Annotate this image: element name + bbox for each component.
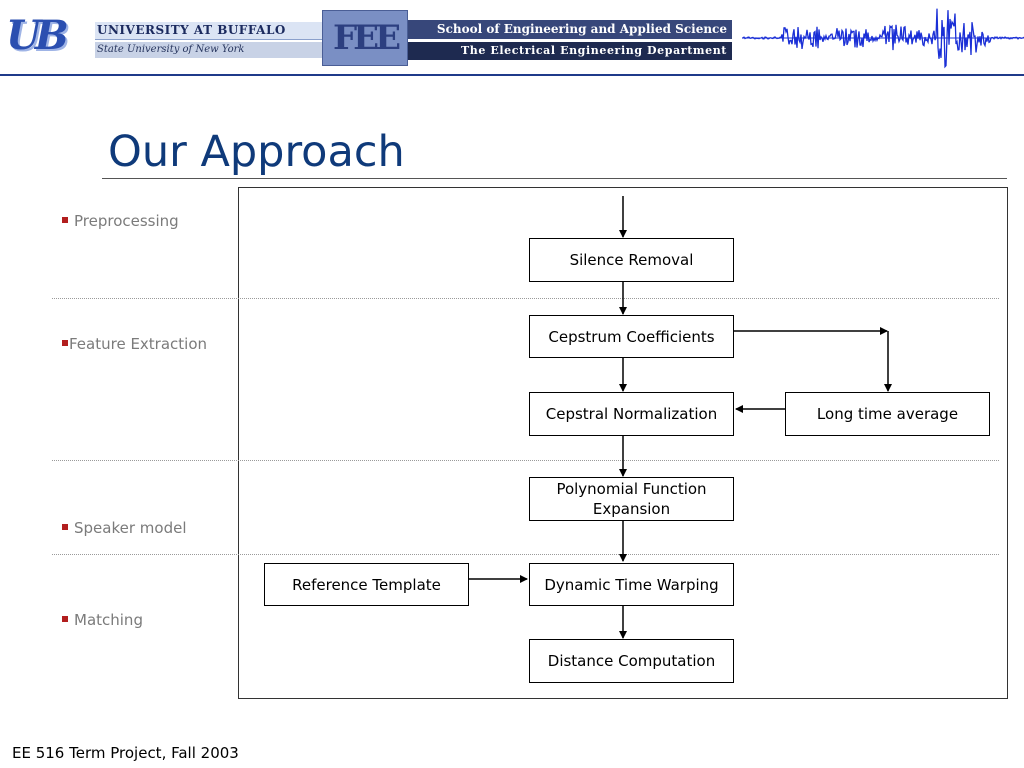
title-underline (102, 178, 1007, 179)
box-cepstral-normalization: Cepstral Normalization (529, 392, 734, 436)
department-name-bar: The Electrical Engineering Department (408, 42, 732, 60)
header-rule (0, 74, 1024, 76)
department-name: The Electrical Engineering Department (460, 44, 727, 57)
bullet-speaker-model: Speaker model (62, 518, 187, 538)
diagram-frame (238, 187, 1008, 699)
bullet-label: Feature Extraction (69, 335, 208, 353)
bullet-matching: Matching (62, 610, 143, 630)
bullet-preprocessing: Preprocessing (62, 211, 179, 231)
box-long-time-average: Long time average (785, 392, 990, 436)
university-subtitle: State University of New York (97, 44, 245, 55)
section-divider (52, 460, 999, 461)
section-divider (52, 554, 999, 555)
university-name-bar: UNIVERSITY AT BUFFALO (95, 22, 330, 40)
box-silence-removal: Silence Removal (529, 238, 734, 282)
box-polynomial-function-expansion: Polynomial Function Expansion (529, 477, 734, 521)
bullet-label: Matching (74, 611, 143, 629)
waveform-graphic (742, 8, 1024, 69)
bullet-marker (62, 339, 68, 346)
box-dynamic-time-warping: Dynamic Time Warping (529, 563, 734, 606)
university-name: UNIVERSITY AT BUFFALO (97, 23, 286, 37)
bullet-label: Preprocessing (74, 212, 179, 230)
bullet-label: Speaker model (74, 519, 187, 537)
footer-text: EE 516 Term Project, Fall 2003 (12, 744, 239, 762)
bullet-marker (62, 216, 68, 223)
bullet-marker (62, 615, 68, 622)
header-banner: UB UNIVERSITY AT BUFFALO State Universit… (0, 0, 1024, 76)
box-reference-template: Reference Template (264, 563, 469, 606)
school-name: School of Engineering and Applied Scienc… (436, 22, 727, 36)
box-distance-computation: Distance Computation (529, 639, 734, 683)
bullet-marker (62, 523, 68, 530)
bullet-feature-extraction: Feature Extraction (62, 334, 207, 354)
slide-title: Our Approach (108, 127, 405, 177)
box-cepstrum-coefficients: Cepstrum Coefficients (529, 315, 734, 358)
school-name-bar: School of Engineering and Applied Scienc… (408, 20, 732, 39)
ub-logo: UB (6, 12, 69, 59)
fee-logo: FEE (322, 10, 408, 66)
section-divider (52, 298, 999, 299)
university-subtitle-bar: State University of New York (95, 42, 330, 58)
